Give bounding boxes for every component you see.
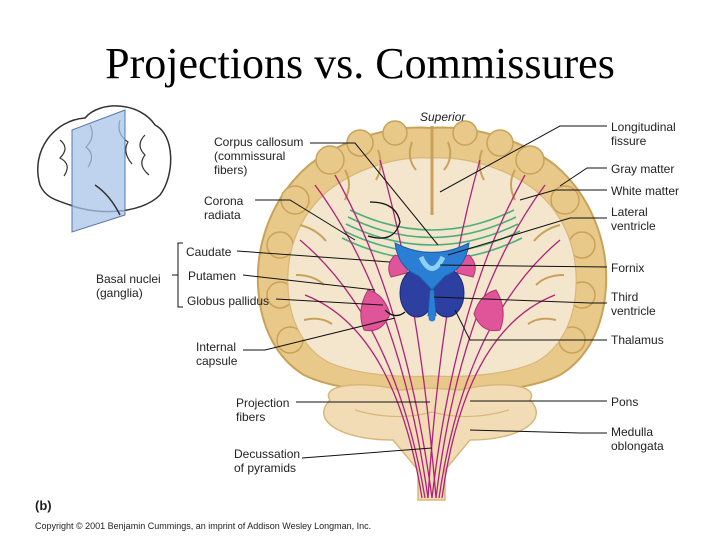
- label-corona-radiata: Corona radiata: [204, 194, 244, 222]
- label-decussation: Decussation of pyramids: [234, 447, 301, 475]
- label-projection-fibers: Projection fibers: [236, 396, 290, 424]
- label-putamen: Putamen: [188, 269, 237, 283]
- basal-nuclei: [360, 254, 504, 332]
- cerebellum-pons: [323, 384, 537, 501]
- copyright-notice: Copyright © 2001 Benjamin Cummings, an i…: [35, 521, 372, 531]
- label-corpus-callosum: Corpus callosum (commissural fibers): [214, 135, 304, 177]
- fornix: [418, 255, 446, 271]
- label-superior: Superior: [420, 110, 466, 124]
- third-ventricle: [427, 289, 437, 317]
- label-medulla: Medulla oblongata: [611, 425, 664, 453]
- leader-lines: [236, 125, 608, 459]
- label-fornix: Fornix: [611, 261, 645, 275]
- label-thalamus: Thalamus: [611, 333, 664, 347]
- slide-title: Projections vs. Commissures: [105, 39, 615, 88]
- label-internal-capsule: Internal capsule: [196, 340, 238, 368]
- brain-inset-icon: [37, 105, 172, 233]
- label-pons: Pons: [611, 395, 639, 409]
- label-basal-nuclei: Basal nuclei (ganglia): [96, 272, 161, 300]
- label-third-ventricle: Third ventricle: [611, 290, 656, 318]
- panel-label: (b): [35, 498, 52, 513]
- label-caudate: Caudate: [186, 245, 232, 259]
- label-globus-pallidus: Globus pallidus: [187, 294, 270, 308]
- label-white-matter: White matter: [611, 184, 680, 198]
- label-longitudinal-fissure: Longitudinal fissure: [611, 120, 676, 148]
- label-lateral-ventricle: Lateral ventricle: [611, 205, 656, 233]
- label-gray-matter: Gray matter: [611, 162, 675, 176]
